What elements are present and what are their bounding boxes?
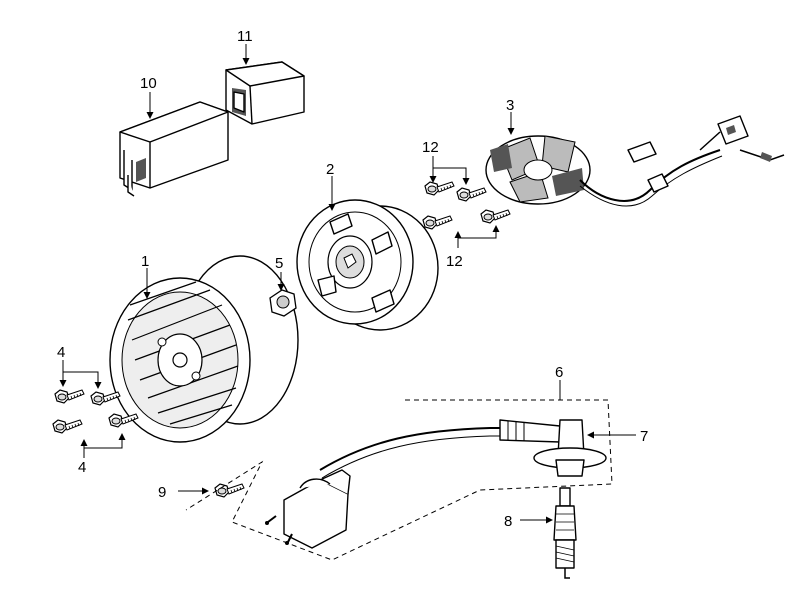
flange-nut [269,289,297,317]
ignition-coil [265,427,500,549]
callout-10: 10 [140,75,157,92]
ignition-coil-group-outline [185,399,613,561]
callout-12-top: 12 [422,139,439,156]
leader-lines [59,44,636,524]
flywheel [296,199,439,331]
callout-11: 11 [237,28,253,45]
spark-plug-cap [499,419,607,477]
callout-7: 7 [640,428,648,445]
spark-plug [553,487,577,579]
callout-6: 6 [555,364,563,381]
callout-5: 5 [275,255,283,272]
callout-1: 1 [141,253,149,270]
callout-8: 8 [504,513,512,530]
connector-cap [225,61,305,125]
cdi-unit [119,101,229,197]
callout-9: 9 [158,484,166,501]
stator-assembly [485,115,785,207]
callout-2: 2 [326,161,334,178]
callout-4-bottom: 4 [78,459,86,476]
callout-3: 3 [506,97,514,114]
callout-12-bottom: 12 [446,253,463,270]
cooling-fan [109,255,299,443]
bolt-9 [214,483,245,498]
callout-labels: 1 2 3 4 4 5 6 7 8 9 10 11 12 12 [57,28,648,530]
callout-4-top: 4 [57,344,65,361]
